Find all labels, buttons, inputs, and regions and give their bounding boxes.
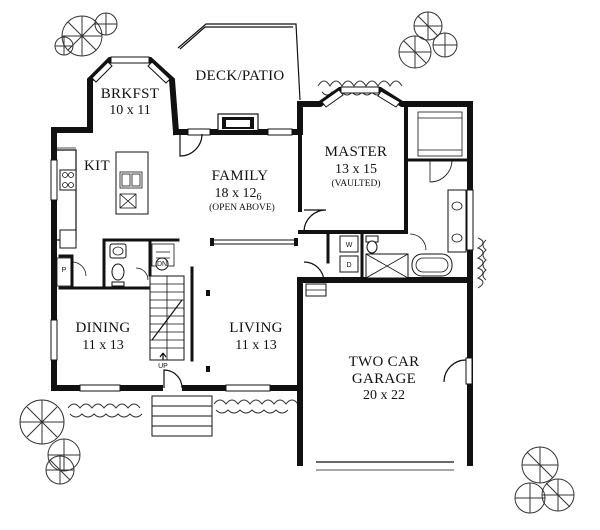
tree-top-right-icon (398, 11, 458, 69)
garage-name-line2: GARAGE (352, 371, 416, 387)
kitchen-name: KIT (84, 158, 110, 174)
master-name: MASTER (325, 144, 388, 160)
tree-bottom-left-icon (19, 399, 81, 485)
stair-up-label: UP (158, 363, 168, 370)
living-dims: 11 x 13 (235, 338, 276, 353)
staircase: DN UP (149, 257, 185, 370)
tree-top-left-icon (54, 12, 118, 57)
master-note: (VAULTED) (331, 178, 380, 189)
interior-walls (58, 102, 468, 372)
stair-down-label: DN (157, 261, 167, 268)
pantry: P (56, 257, 87, 287)
side-windows (50, 159, 474, 361)
breakfast-bay-windows (91, 56, 171, 84)
master-dims: 13 x 15 (335, 162, 377, 177)
laundry-area: W D (339, 235, 359, 273)
shrub-front-left-icon (67, 403, 143, 418)
family-name: FAMILY (212, 168, 269, 184)
living-name: LIVING (229, 320, 282, 336)
interior-railing (210, 238, 298, 246)
pantry-label: P (62, 267, 67, 274)
dryer-label: D (346, 262, 351, 269)
family-dims: 18 x 126 (215, 186, 262, 203)
front-entry (151, 369, 213, 437)
breakfast-dims: 10 x 11 (109, 103, 150, 118)
dining-name: DINING (75, 320, 130, 336)
master-bay-windows (321, 86, 401, 108)
room-labels: BRKFST 10 x 11 DECK/PATIO KIT FAMILY 18 … (75, 68, 419, 403)
family-rear-windows (187, 128, 293, 136)
garage-name-line1: TWO CAR (349, 354, 420, 370)
family-deck-door (179, 133, 203, 157)
family-note: (OPEN ABOVE) (209, 202, 275, 213)
deck-patio-outline (177, 23, 301, 101)
garage-door-line (316, 461, 454, 471)
dining-dims: 11 x 13 (82, 338, 123, 353)
shrub-front-right-icon (213, 399, 299, 414)
front-windows (79, 384, 271, 392)
breakfast-name: BRKFST (101, 86, 160, 102)
master-door-swing (303, 209, 327, 233)
tree-bottom-right-icon (514, 446, 575, 514)
master-bath-fixtures (365, 111, 467, 279)
washer-label: W (346, 242, 353, 249)
family-dims-fraction: 6 (257, 192, 262, 203)
garage-dims: 20 x 22 (363, 388, 405, 403)
shrub-right-side-icon (476, 237, 487, 289)
deck-name: DECK/PATIO (195, 68, 284, 84)
family-dims-main: 18 x 12 (215, 186, 257, 201)
fireplace-icon (212, 113, 264, 135)
garage-entry (303, 261, 473, 385)
kitchen-fixtures (57, 147, 149, 249)
